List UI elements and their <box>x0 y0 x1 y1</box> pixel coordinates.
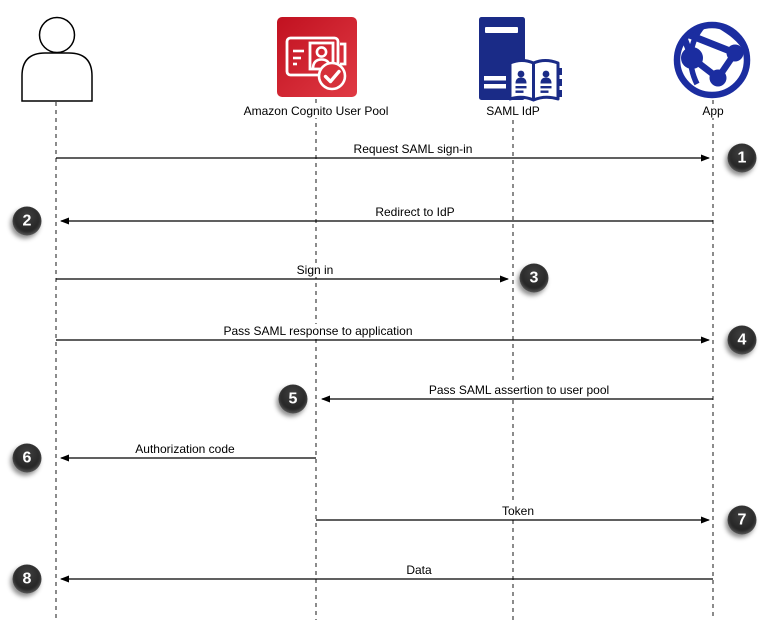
step-badge-7: 7 <box>727 505 757 535</box>
step-badge-6: 6 <box>12 443 42 473</box>
message-label-7: Token <box>498 504 538 518</box>
message-label-4: Pass SAML response to application <box>220 324 416 338</box>
actor-label-idp: SAML IdP <box>484 104 542 118</box>
message-label-3: Sign in <box>293 263 337 277</box>
step-badge-2: 2 <box>12 206 42 236</box>
person-icon <box>21 16 93 102</box>
step-badge-5: 5 <box>278 384 308 414</box>
message-label-5: Pass SAML assertion to user pool <box>425 383 613 397</box>
step-badge-8: 8 <box>12 564 42 594</box>
step-badge-3: 3 <box>519 263 549 293</box>
server-directory-book-icon <box>479 17 562 102</box>
message-label-1: Request SAML sign-in <box>350 142 476 156</box>
globe-network-icon <box>673 21 751 99</box>
message-label-6: Authorization code <box>132 442 238 456</box>
actor-label-app: App <box>700 104 726 118</box>
step-badge-1: 1 <box>727 143 757 173</box>
cognito-id-card-check-icon <box>277 17 357 97</box>
step-badge-4: 4 <box>727 325 757 355</box>
actor-label-cognito: Amazon Cognito User Pool <box>241 104 391 118</box>
message-label-8: Data <box>403 563 435 577</box>
message-label-2: Redirect to IdP <box>372 205 458 219</box>
